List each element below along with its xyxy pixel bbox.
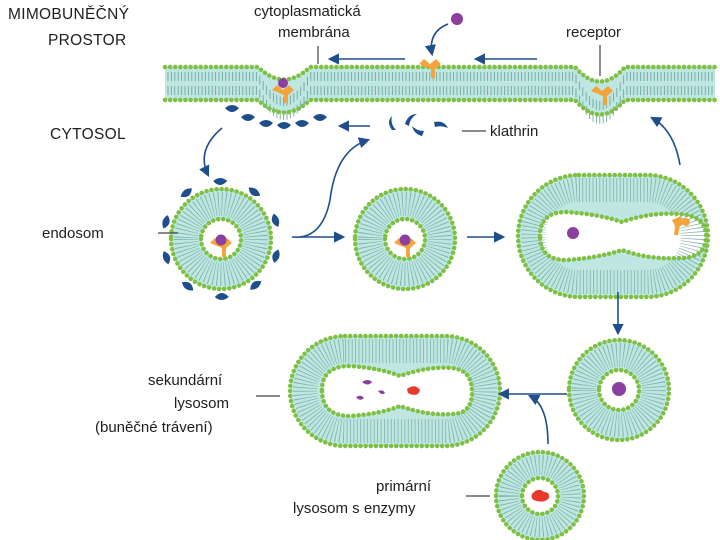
- label-extracellular-line1: MIMOBUNĚČNÝ: [8, 6, 129, 23]
- sorting-endosome: [515, 172, 711, 300]
- label-endosome: endosom: [42, 225, 104, 242]
- late-endosome: [566, 337, 672, 443]
- free-clathrin: [389, 114, 448, 136]
- arrow-receptor-recycling: [650, 116, 681, 166]
- late-endosome-ligand: [612, 382, 626, 396]
- clathrin-unit: [180, 188, 192, 198]
- arrow-ligand-binding: [424, 23, 449, 57]
- free-ligand: [451, 13, 463, 25]
- clathrin-unit: [225, 105, 239, 112]
- clathrin-unit: [271, 213, 280, 227]
- arrow-pit-to-vesicle: [199, 127, 223, 178]
- label-primary-lysosome-line2: lysosom s enzymy: [293, 500, 416, 517]
- label-secondary-lysosome-line1: sekundární: [148, 372, 223, 389]
- label-secondary-lysosome-line2: lysosom: [174, 395, 229, 412]
- receptor-with-ligand-pit: [272, 78, 294, 103]
- clathrin-unit: [162, 215, 170, 229]
- label-membrane-line1: cytoplasmatická: [254, 3, 361, 20]
- label-receptor: receptor: [566, 24, 621, 41]
- sorting-endosome-contents: [567, 216, 690, 239]
- clathrin-unit: [313, 114, 327, 121]
- plasma-membrane: [162, 64, 718, 124]
- clathrin-unit: [259, 120, 273, 127]
- clathrin-unit: [214, 292, 229, 300]
- clathrin-unit: [295, 120, 309, 127]
- primary-lysosome: [493, 449, 587, 540]
- arrow-primary-lysosome-fusion: [527, 394, 549, 445]
- secondary-lysosome-contents: [356, 380, 420, 400]
- receptor-right: [591, 86, 613, 105]
- arrow-clathrin-uncoating: [291, 137, 371, 238]
- clathrin-unit: [250, 280, 262, 290]
- clathrin-coat-pit: [225, 105, 327, 129]
- endosome-receptor: [394, 234, 416, 257]
- secondary-lysosome: [287, 333, 503, 449]
- clathrin-unit: [277, 122, 291, 129]
- receptor-surface: [419, 59, 441, 78]
- primary-lysosome-enzymes: [531, 489, 550, 502]
- clathrin-coat-vesicle: [162, 178, 280, 300]
- label-clathrin: klathrin: [490, 123, 538, 140]
- label-cytosol: CYTOSOL: [50, 126, 126, 143]
- clathrin-unit: [241, 114, 255, 121]
- label-primary-lysosome-line1: primární: [376, 478, 432, 495]
- coated-vesicle: [168, 186, 274, 292]
- clathrin-unit: [181, 281, 194, 291]
- clathrin-unit: [248, 187, 261, 197]
- early-endosome: [352, 186, 458, 292]
- clathrin-unit: [272, 249, 280, 263]
- label-extracellular-line2: PROSTOR: [48, 32, 126, 49]
- clathrin-unit: [213, 178, 228, 186]
- label-membrane-line2: membrána: [278, 24, 350, 41]
- label-secondary-lysosome-line3: (buněčné trávení): [95, 419, 213, 436]
- clathrin-unit: [162, 251, 171, 265]
- coated-vesicle-receptor: [210, 234, 232, 257]
